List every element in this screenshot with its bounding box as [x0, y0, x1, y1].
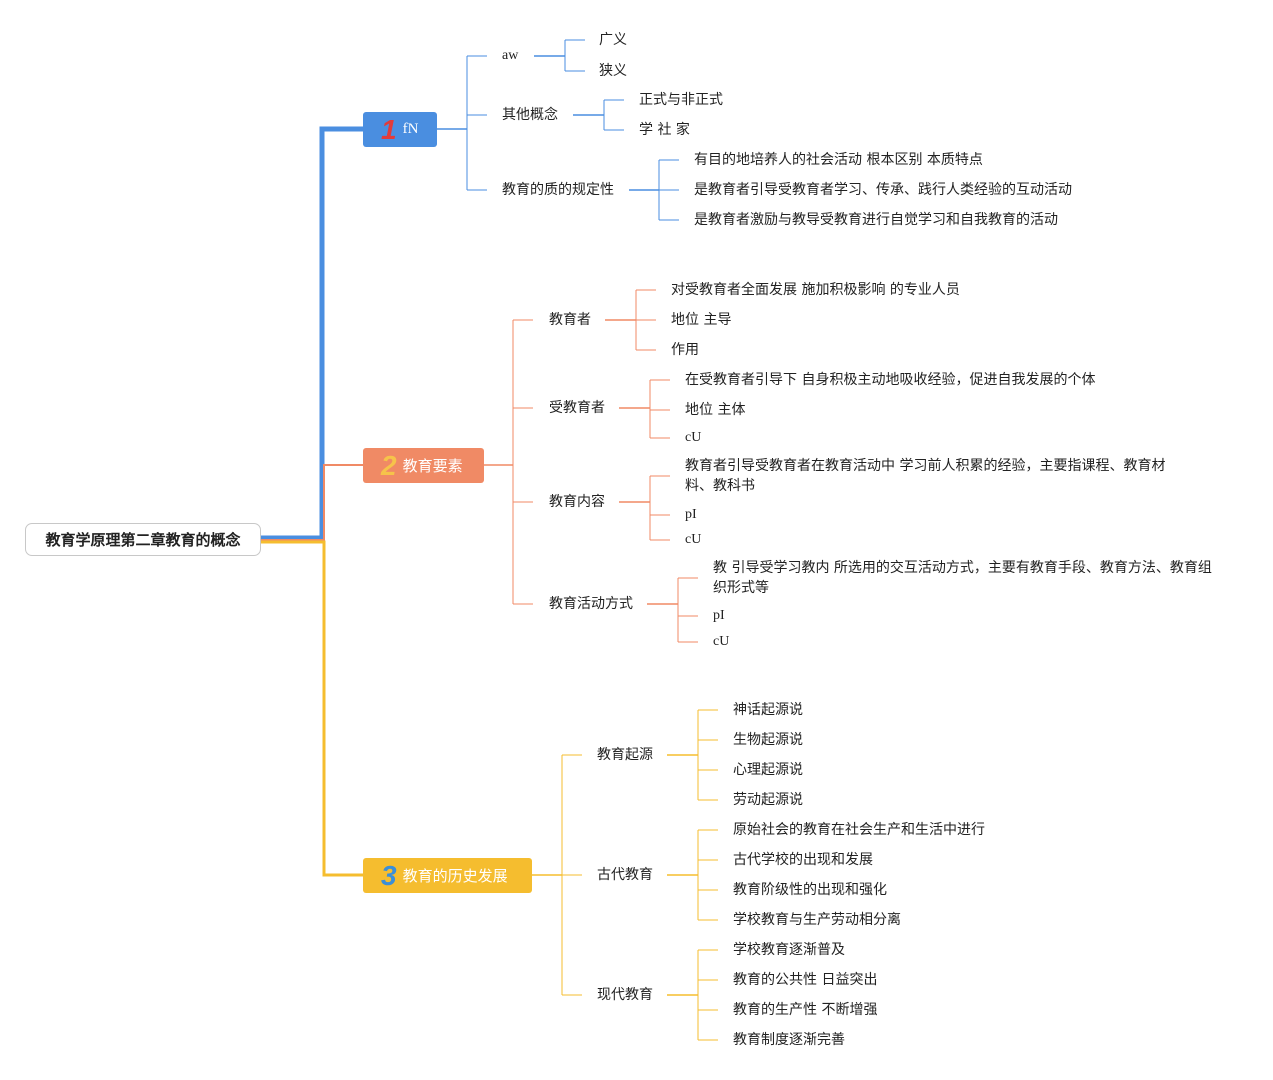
leaf-topic[interactable]: 狭义	[599, 63, 627, 79]
leaf-topic[interactable]: 正式与非正式	[639, 92, 723, 108]
leaf-topic[interactable]: cU	[685, 532, 702, 547]
branch-3-topic[interactable]: 3 教育的历史发展	[363, 858, 532, 893]
subtopic-qualitative-definition[interactable]: 教育的质的规定性	[502, 182, 614, 198]
subtopic-aw[interactable]: aw	[502, 48, 519, 63]
leaf-topic[interactable]: 教育的生产性 不断增强	[733, 1002, 878, 1018]
leaf-topic[interactable]: 学校教育与生产劳动相分离	[733, 912, 901, 928]
branch-1-topic[interactable]: 1 fN	[363, 112, 437, 147]
subtopic-activity-method[interactable]: 教育活动方式	[549, 596, 633, 612]
branch-3-number-icon: 3	[381, 859, 397, 891]
leaf-topic[interactable]: 教 引导受学习教内 所选用的交互活动方式，主要有教育手段、教育方法、教育组织形式…	[713, 560, 1212, 596]
leaf-topic[interactable]: 在受教育者引导下 自身积极主动地吸收经验，促进自我发展的个体	[685, 372, 1096, 388]
leaf-topic[interactable]: 广义	[599, 32, 627, 48]
leaf-topic[interactable]: 对受教育者全面发展 施加积极影响 的专业人员	[671, 282, 960, 298]
subtopic-learner[interactable]: 受教育者	[549, 400, 605, 416]
leaf-topic[interactable]: 地位 主导	[671, 312, 732, 328]
leaf-topic[interactable]: 学校教育逐渐普及	[733, 942, 845, 958]
branch-1-label: fN	[402, 121, 419, 137]
leaf-topic[interactable]: 教育的公共性 日益突出	[733, 972, 878, 988]
leaf-topic[interactable]: 是教育者激励与教导受教育进行自觉学习和自我教育的活动	[694, 212, 1058, 228]
branch-2-number-icon: 2	[381, 449, 397, 481]
leaf-topic[interactable]: 原始社会的教育在社会生产和生活中进行	[733, 822, 985, 838]
subtopic-origin[interactable]: 教育起源	[597, 747, 653, 763]
leaf-topic[interactable]: 古代学校的出现和发展	[733, 852, 873, 868]
leaf-topic[interactable]: cU	[685, 430, 702, 445]
branch-3-label: 教育的历史发展	[402, 867, 508, 885]
subtopic-educator[interactable]: 教育者	[549, 312, 591, 328]
subtopic-ancient-education[interactable]: 古代教育	[597, 867, 653, 883]
subtopic-content[interactable]: 教育内容	[549, 494, 605, 510]
branch-2-label: 教育要素	[402, 457, 463, 475]
branch-1-number-icon: 1	[381, 113, 397, 145]
leaf-topic[interactable]: 教育者引导受教育者在教育活动中 学习前人积累的经验，主要指课程、教育材料、教科书	[685, 458, 1166, 494]
leaf-topic[interactable]: 教育阶级性的出现和强化	[733, 882, 887, 898]
leaf-topic[interactable]: pI	[685, 507, 697, 522]
leaf-topic[interactable]: 地位 主体	[685, 402, 746, 418]
leaf-topic[interactable]: cU	[713, 634, 730, 649]
subtopic-other-concepts[interactable]: 其他概念	[502, 107, 558, 123]
branch-2-topic[interactable]: 2 教育要素	[363, 448, 484, 483]
leaf-topic[interactable]: 心理起源说	[733, 762, 803, 778]
leaf-topic[interactable]: pI	[713, 608, 725, 623]
leaf-topic[interactable]: 有目的地培养人的社会活动 根本区别 本质特点	[694, 152, 983, 168]
leaf-topic[interactable]: 神话起源说	[733, 702, 803, 718]
leaf-topic[interactable]: 作用	[671, 342, 699, 358]
subtopic-modern-education[interactable]: 现代教育	[597, 987, 653, 1003]
leaf-topic[interactable]: 生物起源说	[733, 732, 803, 748]
leaf-topic[interactable]: 教育制度逐渐完善	[733, 1032, 845, 1048]
leaf-topic[interactable]: 学 社 家	[639, 122, 690, 138]
leaf-topic[interactable]: 是教育者引导受教育者学习、传承、践行人类经验的互动活动	[694, 182, 1072, 198]
root-topic[interactable]: 教育学原理第二章教育的概念	[25, 523, 261, 556]
leaf-topic[interactable]: 劳动起源说	[733, 792, 803, 808]
